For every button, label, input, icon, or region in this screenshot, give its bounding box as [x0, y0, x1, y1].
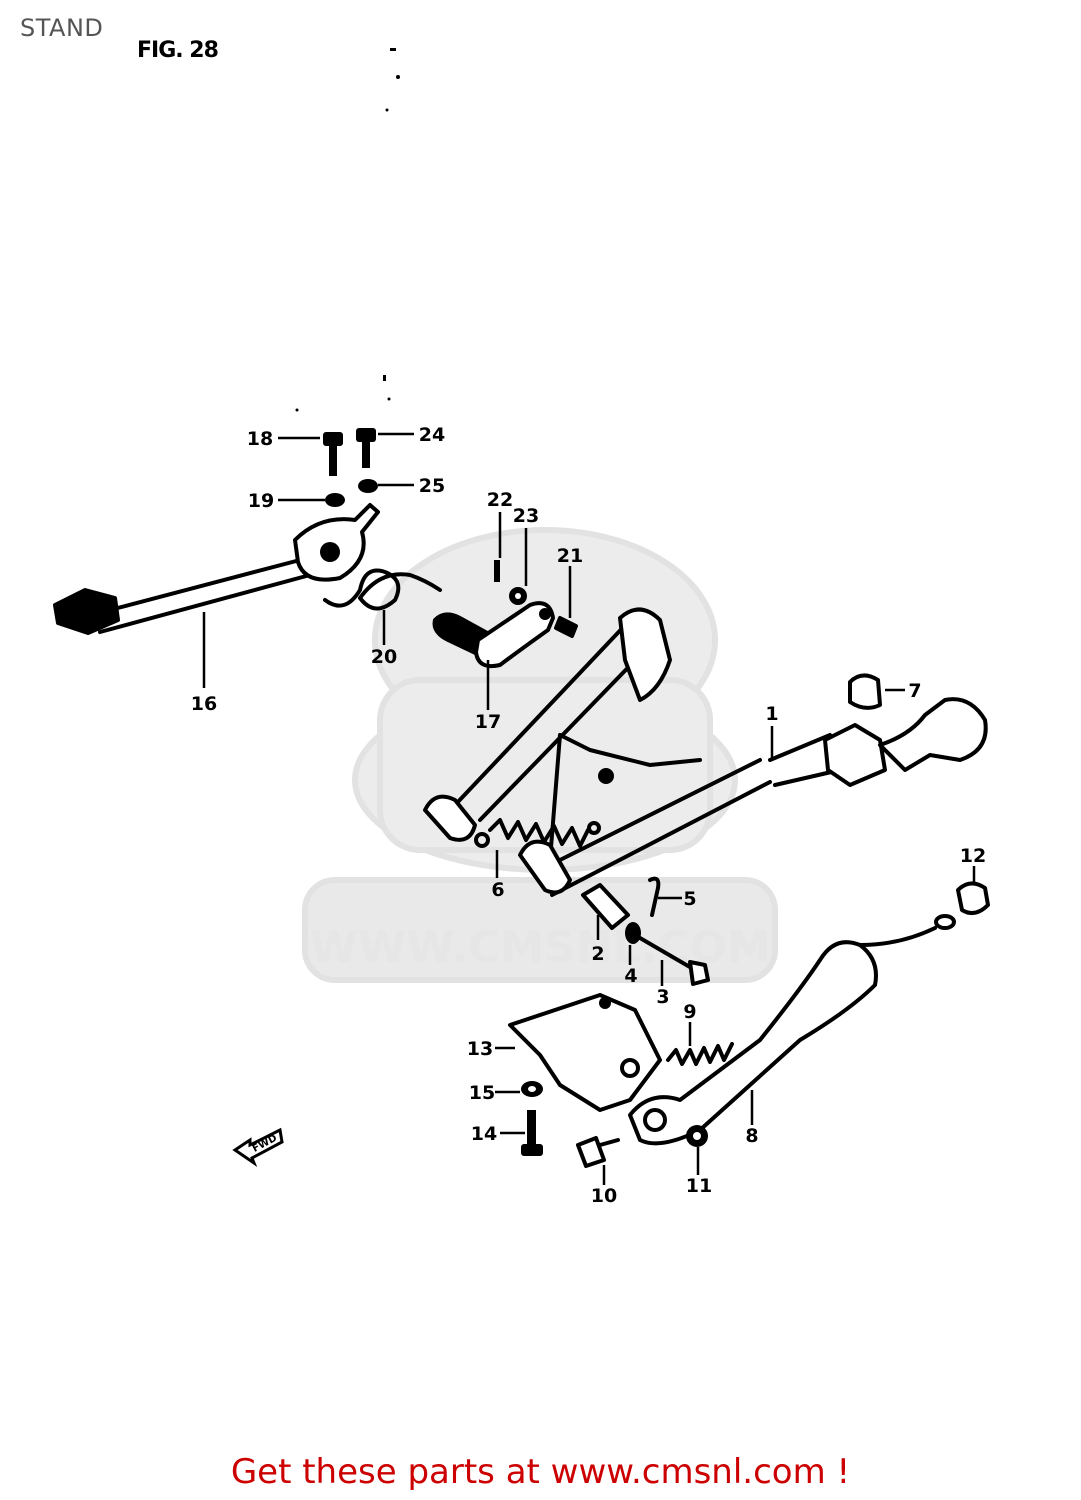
part-13-bracket: [508, 993, 662, 1112]
page-title: STAND: [20, 14, 104, 42]
fwd-arrow: FWD: [232, 1127, 284, 1168]
callout-13: 13: [467, 1038, 493, 1060]
callout-19: 19: [248, 490, 274, 512]
callout-24: 24: [419, 424, 445, 446]
callout-9: 9: [683, 1001, 696, 1023]
part-7-rubber: [848, 673, 882, 710]
part-23-washer: [509, 587, 527, 605]
callout-labels: 1 2 3 4 5 6 7 8 9 10 11 12 13 15 14 16 1…: [191, 424, 986, 1207]
part-10-bolt: [576, 1136, 620, 1168]
part-15-washer: [521, 1081, 543, 1097]
figure-label: FIG. 28: [137, 38, 219, 63]
part-21-bolt: [554, 616, 578, 638]
watermark: WWW.CMSNL.COM: [302, 527, 778, 983]
callout-15: 15: [469, 1082, 495, 1104]
callout-11: 11: [686, 1175, 712, 1197]
callout-1: 1: [765, 703, 778, 725]
part-2-collar: [581, 883, 630, 930]
leader-lines: [202, 432, 976, 1185]
callout-21: 21: [557, 545, 583, 567]
part-9-spring: [666, 1042, 734, 1066]
callout-4: 4: [624, 965, 637, 987]
watermark-logo: [302, 527, 778, 983]
callout-17: 17: [475, 711, 501, 733]
callout-25: 25: [419, 475, 445, 497]
part-19-nut: [325, 493, 345, 507]
part-5-clip: [648, 876, 661, 917]
part-16-brake-pedal: [53, 503, 380, 635]
callout-6: 6: [491, 879, 504, 901]
part-14-bolt: [521, 1110, 543, 1156]
callout-5: 5: [683, 888, 696, 910]
callout-23: 23: [513, 505, 539, 527]
callout-18: 18: [247, 428, 273, 450]
callout-7: 7: [908, 680, 921, 702]
part-17-pivot-shaft: [432, 601, 555, 669]
part-4-washer: [625, 922, 641, 944]
footer-link[interactable]: Get these parts at www.cmsnl.com !: [230, 1452, 851, 1492]
part-6-spring: [474, 818, 601, 848]
part-11-nut: [686, 1125, 708, 1147]
callout-12: 12: [960, 845, 986, 867]
callout-2: 2: [591, 943, 604, 965]
callout-22: 22: [487, 489, 513, 511]
part-25-nut: [358, 479, 378, 493]
part-3-bolt: [638, 936, 710, 986]
part-18-bolt: [323, 432, 343, 476]
callout-20: 20: [371, 646, 397, 668]
callout-16: 16: [191, 693, 217, 715]
part-1-main-stand: [423, 607, 988, 897]
part-20-spring: [323, 568, 442, 611]
callout-10: 10: [591, 1185, 617, 1207]
part-22-pin: [494, 560, 500, 582]
callout-14: 14: [471, 1123, 497, 1145]
callout-3: 3: [656, 986, 669, 1008]
part-12-rubber: [956, 881, 990, 916]
part-24-bolt: [356, 428, 376, 468]
scan-specks: [295, 48, 400, 412]
callout-8: 8: [745, 1125, 758, 1147]
